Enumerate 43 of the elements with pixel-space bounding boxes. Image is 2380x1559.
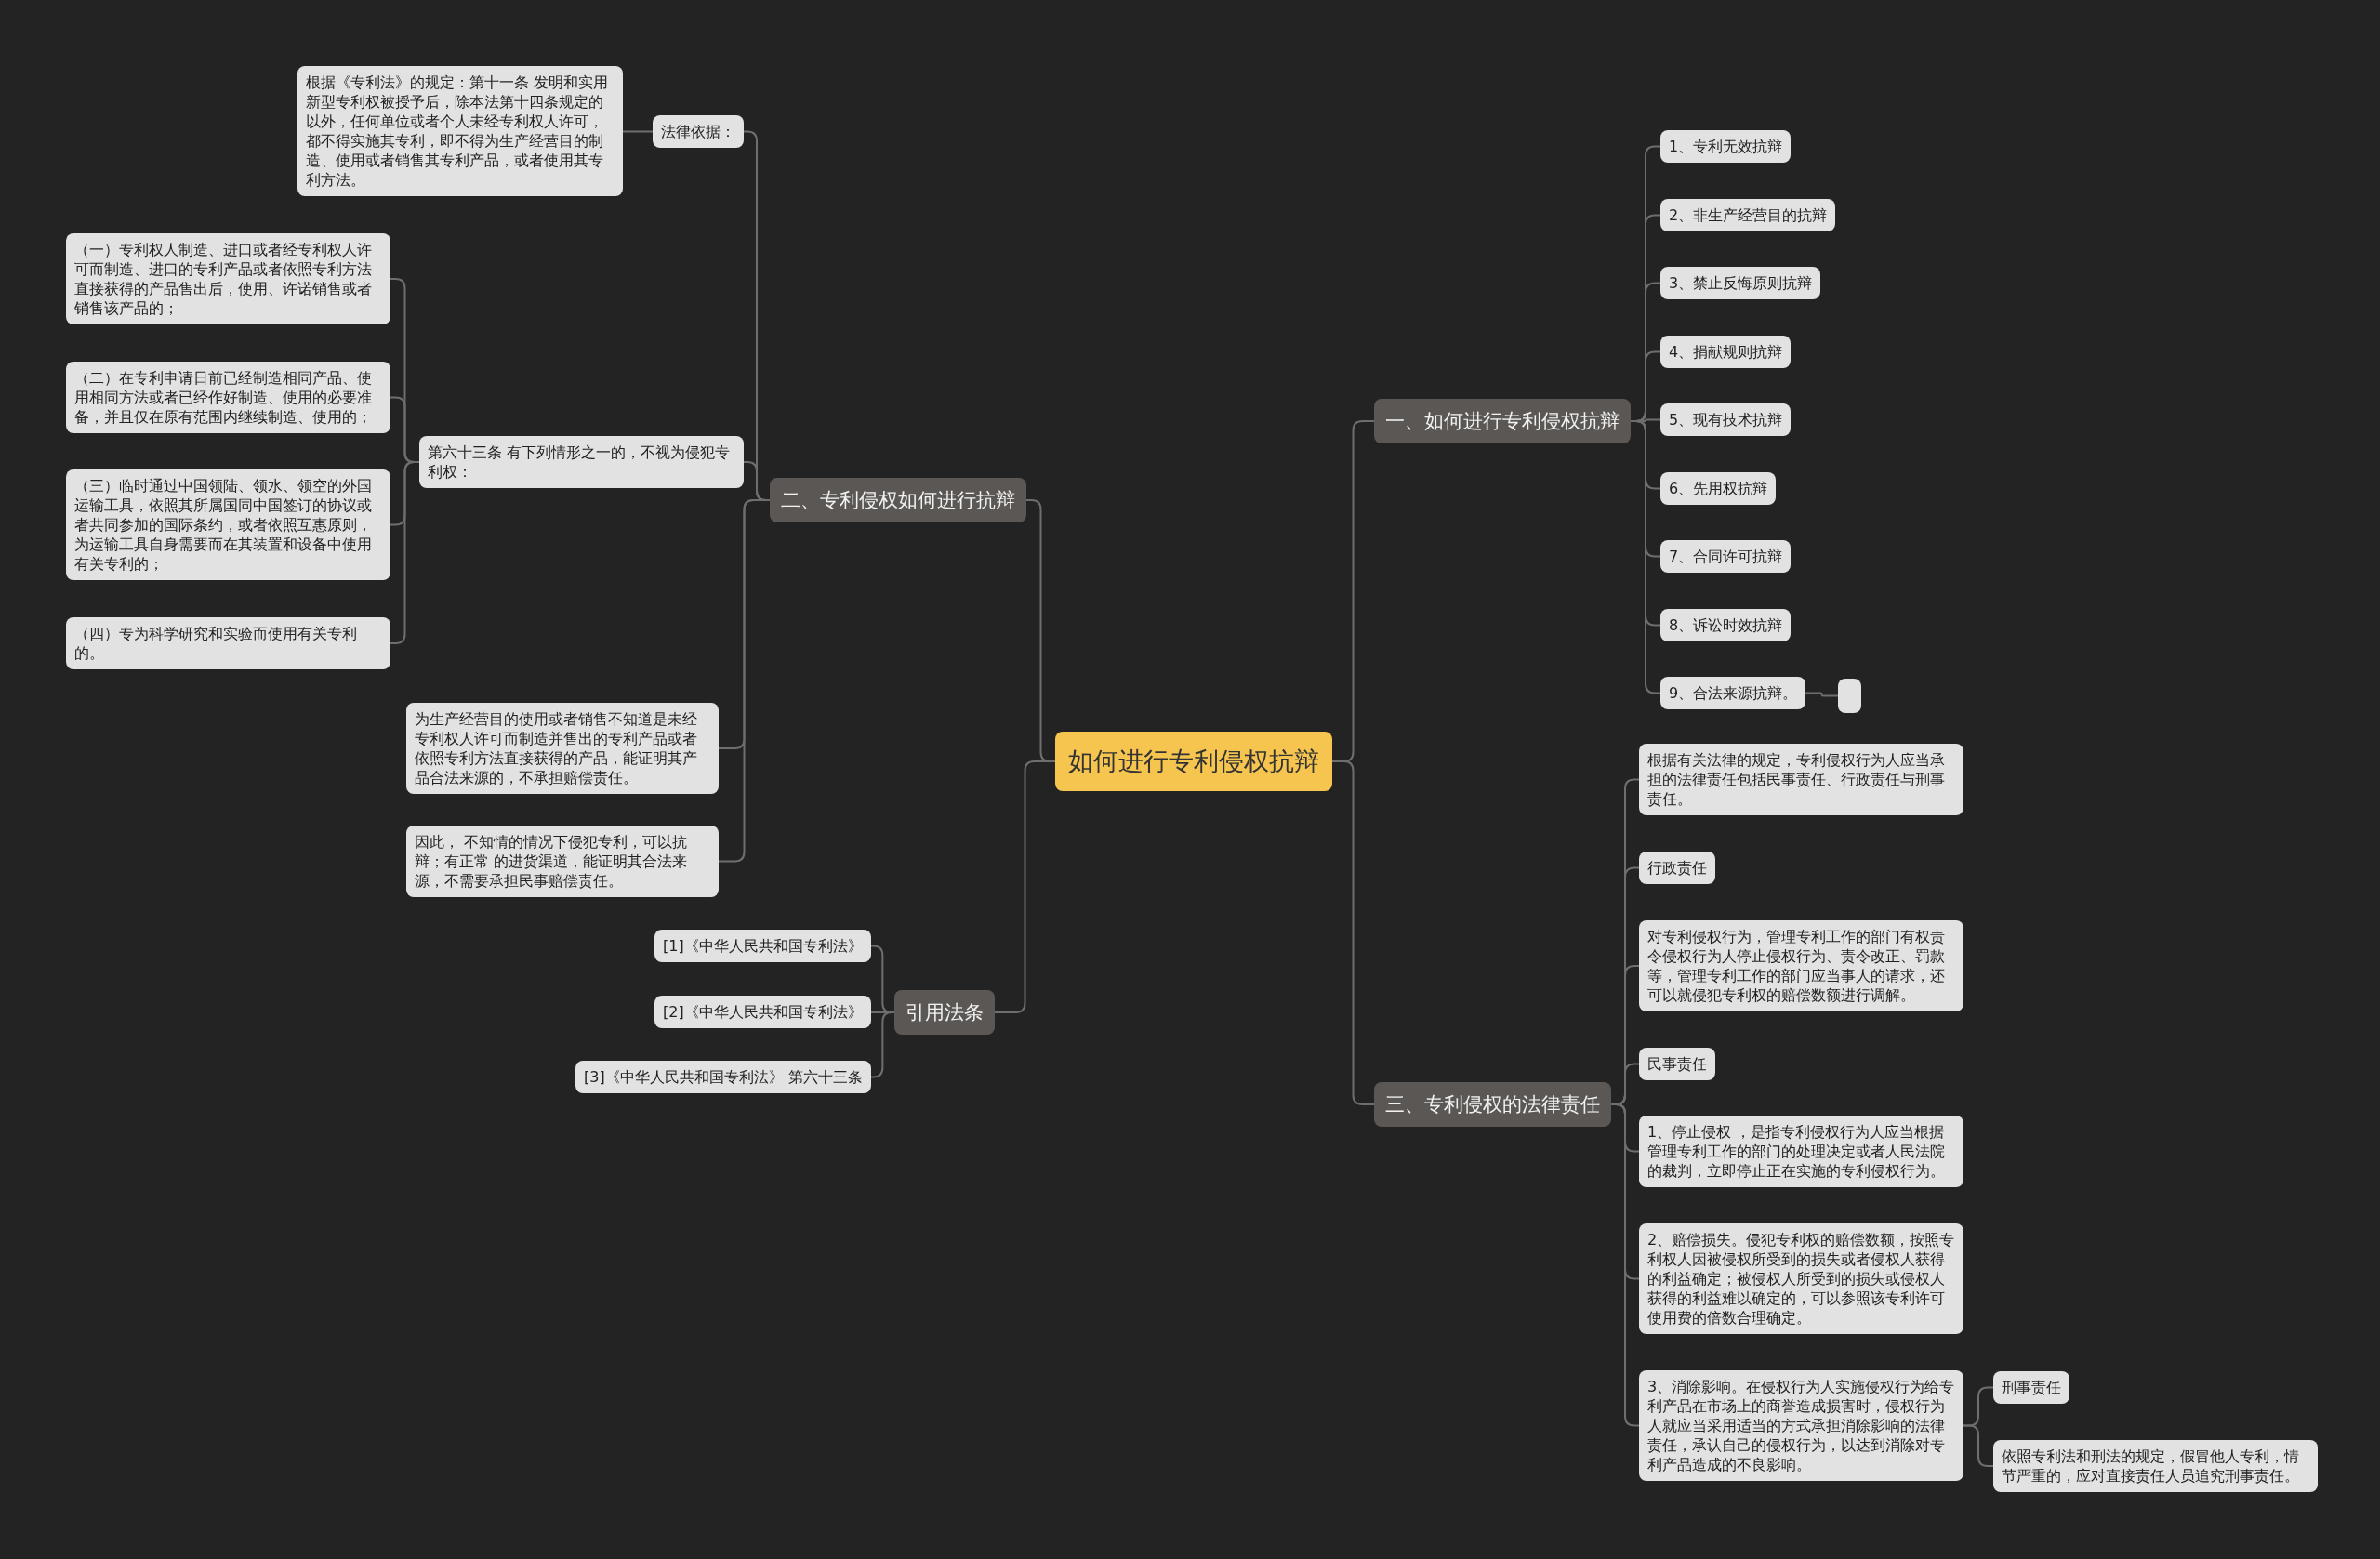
- topic-box: 9、合法来源抗辩。: [1660, 677, 1806, 709]
- connector-line: [1630, 420, 1661, 694]
- topic-box: （三）临时通过中国领陆、领水、领空的外国运输工具，依照其所属国同中国签订的协议或者共同参加的国际条约，或者依照互惠原则，为运输工具自身需要而在其装置和设备中使用有关专利的；: [66, 469, 390, 580]
- topic-box: 1、专利无效抗辩: [1660, 130, 1792, 163]
- topic-box: 依照专利法和刑法的规定，假冒他人专利，情节严重的，应对直接责任人员追究刑事责任。: [1993, 1440, 2318, 1492]
- branch-topic-box: 二、专利侵权如何进行抗辩: [770, 478, 1026, 522]
- branch-topic-box: 一、如何进行专利侵权抗辩: [1374, 399, 1631, 443]
- topic-box: 5、现有技术抗辩: [1660, 403, 1792, 436]
- topic-box: [3]《中华人民共和国专利法》 第六十三条: [575, 1061, 871, 1093]
- branch-topic-box: 三、专利侵权的法律责任: [1374, 1082, 1611, 1127]
- topic-box: 法律依据：: [653, 115, 744, 148]
- topic-box: 根据《专利法》的规定：第十一条 发明和实用新型专利权被授予后，除本法第十四条规定的以外，任何单位或者个人未经专利权人许可，都不得实施其专利，即不得为生产经营目的制造、使用或者销售其专利产品，或者使用其专利方法。: [298, 66, 623, 196]
- connector-line: [622, 130, 654, 133]
- topic-box: [1]《中华人民共和国专利法》: [654, 930, 871, 962]
- topic-box: 民事责任: [1639, 1048, 1715, 1080]
- topic-box: 4、捐献规则抗辩: [1660, 336, 1792, 368]
- topic-box: （二）在专利申请日前已经制造相同产品、使用相同方法或者已经作好制造、使用的必要准备，并且仅在原有范围内继续制造、使用的；: [66, 362, 390, 433]
- topic-box: 1、停止侵权 ，是指专利侵权行为人应当根据管理专利工作的部门的处理决定或者人民法院的裁判，立即停止正在实施的专利侵权行为。: [1639, 1116, 1964, 1187]
- empty-topic-box: [1838, 679, 1861, 713]
- topic-box: 7、合同许可抗辩: [1660, 540, 1792, 573]
- branch-topic-box: 引用法条: [894, 990, 995, 1035]
- topic-box: 刑事责任: [1993, 1371, 2069, 1404]
- topic-box: 第六十三条 有下列情形之一的，不视为侵犯专利权：: [419, 436, 744, 488]
- connector-line: [1610, 1103, 1640, 1427]
- topic-box: 为生产经营目的使用或者销售不知道是未经专利权人许可而制造并售出的专利产品或者依照专利方法直接获得的产品，能证明其产品合法来源的，不承担赔偿责任。: [406, 703, 719, 794]
- topic-box: 行政责任: [1639, 852, 1715, 884]
- topic-box: 2、赔偿损失。侵犯专利权的赔偿数额，按照专利权人因被侵权所受到的损失或者侵权人获得的利益确定；被侵权人所受到的损失或侵权人获得的利益难以确定的，可以参照该专利许可使用费的倍数合理确定。: [1639, 1223, 1964, 1334]
- connector-line: [1963, 1424, 1994, 1467]
- topic-box: [2]《中华人民共和国专利法》: [654, 996, 871, 1028]
- topic-box: （一）专利权人制造、进口或者经专利权人许可而制造、进口的专利产品或者依照专利方法直接获得的产品售出后，使用、许诺销售或者销售该产品的；: [66, 233, 390, 324]
- topic-box: 因此， 不知情的情况下侵犯专利，可以抗辩；有正常 的进货渠道，能证明其合法来源，不需要承担民事赔偿责任。: [406, 826, 719, 897]
- topic-box: 2、非生产经营目的抗辩: [1660, 199, 1836, 231]
- topic-box: 8、诉讼时效抗辩: [1660, 609, 1792, 641]
- topic-box: 对专利侵权行为，管理专利工作的部门有权责令侵权行为人停止侵权行为、责令改正、罚款等，管理专利工作的部门应当事人的请求，还可以就侵犯专利权的赔偿数额进行调解。: [1639, 920, 1964, 1011]
- connector-line: [1805, 692, 1839, 697]
- topic-box: 根据有关法律的规定，专利侵权行为人应当承担的法律责任包括民事责任、行政责任与刑事责任。: [1639, 744, 1964, 815]
- connector-line: [390, 461, 420, 644]
- connector-line: [994, 760, 1056, 1013]
- central-topic-box: 如何进行专利侵权抗辩: [1055, 732, 1332, 791]
- topic-box: 6、先用权抗辩: [1660, 472, 1777, 505]
- topic-box: （四）专为科学研究和实验而使用有关专利的。: [66, 617, 390, 669]
- topic-box: 3、禁止反悔原则抗辩: [1660, 267, 1821, 299]
- topic-box: 3、消除影响。在侵权行为人实施侵权行为给专利产品在市场上的商誉造成损害时，侵权行为人就应当采用适当的方式承担消除影响的法律责任，承认自己的侵权行为，以达到消除对专利产品造成的不良影响。: [1639, 1370, 1964, 1481]
